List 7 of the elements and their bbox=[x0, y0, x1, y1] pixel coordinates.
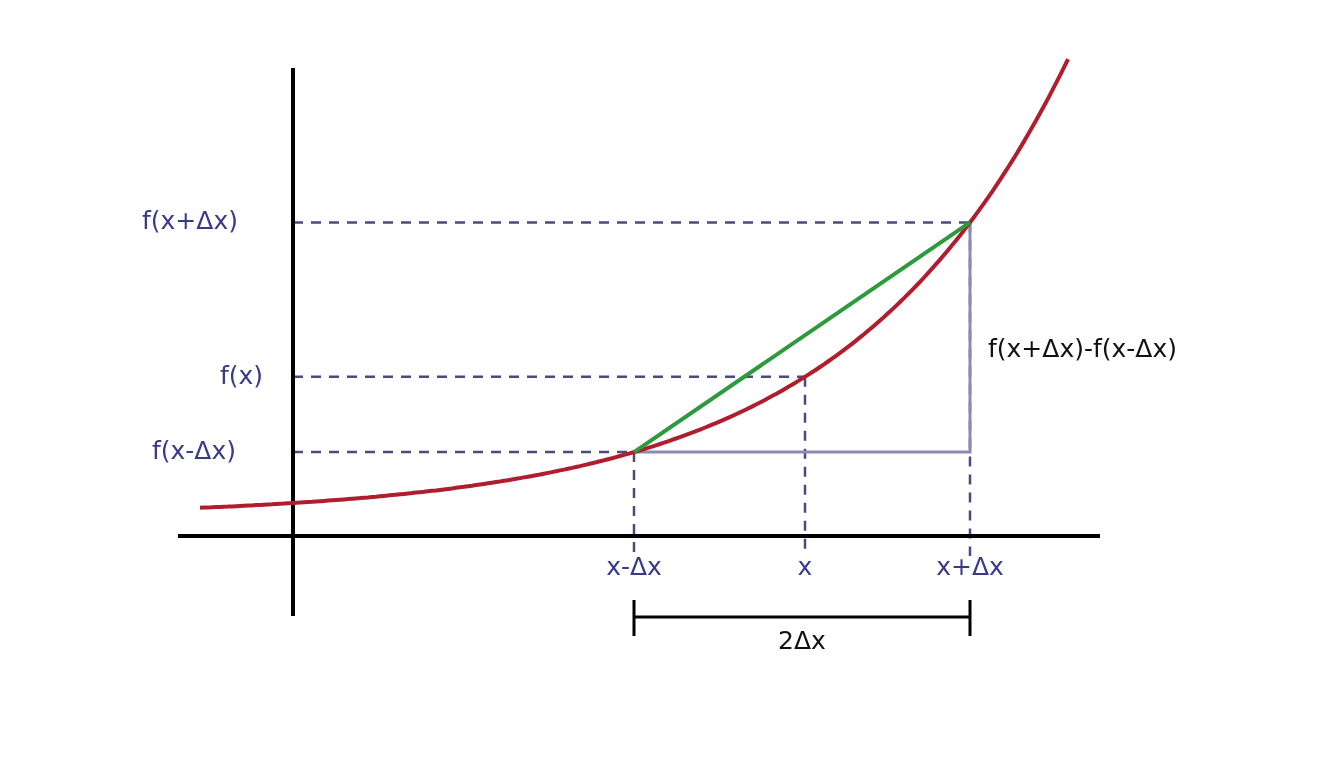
axis-label: f(x-Δx) bbox=[152, 436, 237, 467]
axis-label: f(x+Δx) bbox=[142, 206, 238, 237]
difference-label: f(x+Δx)-f(x-Δx) bbox=[988, 334, 1177, 364]
axis-label: x bbox=[797, 552, 813, 582]
axis-label: f(x) bbox=[220, 360, 264, 391]
axis-label: x-Δx bbox=[606, 552, 662, 582]
axis-label: x+Δx bbox=[936, 552, 1004, 582]
